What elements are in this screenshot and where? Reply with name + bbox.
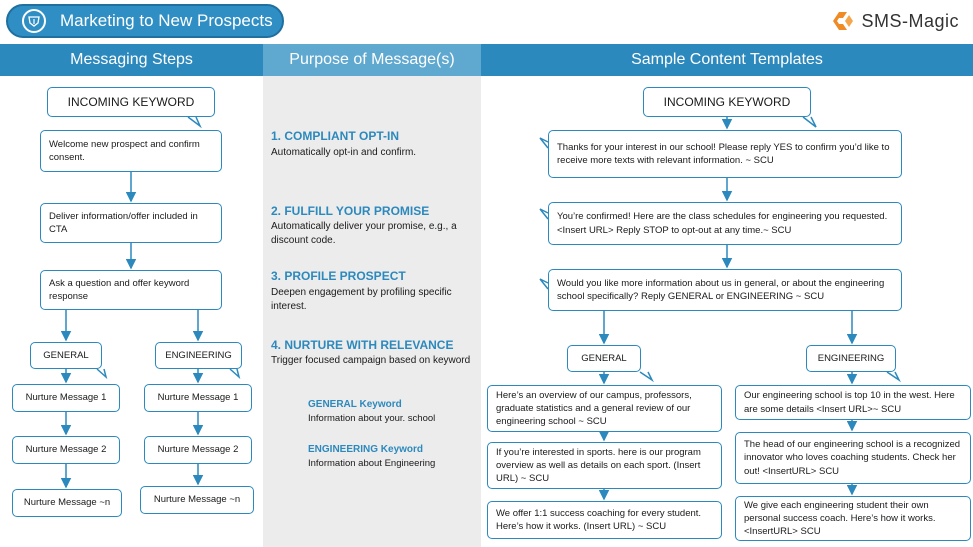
template-general-msg-1: Here’s an overview of our campus, profes… <box>487 385 722 432</box>
keyword-engineering-desc: Information about Engineering <box>308 458 436 469</box>
template-question: Would you like more information about us… <box>548 269 902 311</box>
keyword-general-title: GENERAL Keyword <box>308 399 402 410</box>
template-engineering-msg-1: Our engineering school is top 10 in the … <box>735 385 971 420</box>
step-ask: Ask a question and offer keyword respons… <box>40 270 222 310</box>
keyword-engineering-title: ENGINEERING Keyword <box>308 444 424 455</box>
step-deliver: Deliver information/offer included in CT… <box>40 203 222 243</box>
purpose-2-title: 2. FULFILL YOUR PROMISE <box>271 204 430 218</box>
step-general-branch: GENERAL <box>30 342 102 369</box>
purpose-panel <box>263 44 481 547</box>
school-crest-icon <box>22 9 46 33</box>
template-general-msg-2: If you’re interested in sports. here is … <box>487 442 722 489</box>
general-nurture-1: Nurture Message 1 <box>12 384 120 412</box>
title-banner: Marketing to New Prospects <box>6 4 284 38</box>
step-incoming-keyword: INCOMING KEYWORD <box>47 87 215 117</box>
template-engineering-branch: ENGINEERING <box>806 345 896 372</box>
purpose-2-desc: Automatically deliver your promise, e.g.… <box>271 221 457 246</box>
purpose-3-desc: Deepen engagement by profiling specific … <box>271 287 452 312</box>
engineering-nurture-n: Nurture Message ~n <box>140 486 254 514</box>
brand-name: SMS-Magic <box>861 10 959 31</box>
purpose-3-title: 3. PROFILE PROSPECT <box>271 269 406 283</box>
purpose-4-desc: Trigger focused campaign based on keywor… <box>271 355 471 366</box>
purpose-1-title: 1. COMPLIANT OPT-IN <box>271 129 400 143</box>
purpose-1-desc: Automatically opt-in and confirm. <box>271 147 417 158</box>
col-header-steps: Messaging Steps <box>0 44 263 76</box>
step-welcome: Welcome new prospect and confirm consent… <box>40 130 222 172</box>
purpose-4-title: 4. NURTURE WITH RELEVANCE <box>271 338 454 352</box>
general-nurture-n: Nurture Message ~n <box>12 489 122 517</box>
template-engineering-msg-2: The head of our engineering school is a … <box>735 432 971 484</box>
engineering-nurture-1: Nurture Message 1 <box>144 384 252 412</box>
step-engineering-branch: ENGINEERING <box>155 342 242 369</box>
template-engineering-msg-3: We give each engineering student their o… <box>735 496 971 541</box>
template-incoming-keyword: INCOMING KEYWORD <box>643 87 811 117</box>
col-header-purpose: Purpose of Message(s) <box>263 44 481 76</box>
engineering-nurture-2: Nurture Message 2 <box>144 436 252 464</box>
keyword-general-desc: Information about your. school <box>308 413 436 424</box>
template-general-branch: GENERAL <box>567 345 641 372</box>
brand-logo: SMS-Magic <box>831 10 959 32</box>
template-confirmed: You’re confirmed! Here are the class sch… <box>548 202 902 245</box>
general-nurture-2: Nurture Message 2 <box>12 436 120 464</box>
col-header-templates: Sample Content Templates <box>481 44 973 76</box>
template-general-msg-3: We offer 1:1 success coaching for every … <box>487 501 722 539</box>
template-optin: Thanks for your interest in our school! … <box>548 130 902 178</box>
sms-magic-logo-icon <box>833 12 854 30</box>
page-title: Marketing to New Prospects <box>60 11 273 30</box>
